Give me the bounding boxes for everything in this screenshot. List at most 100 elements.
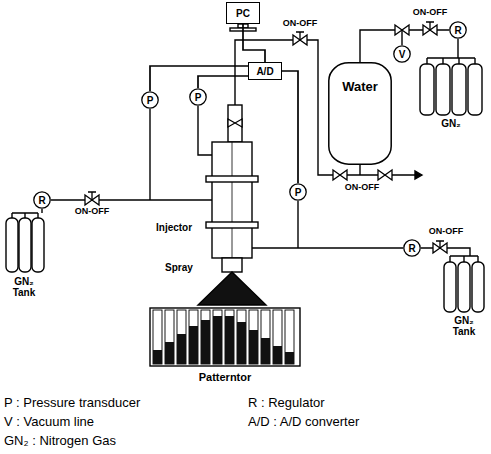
gas-pipe [252, 247, 403, 248]
pressure-transducer: P [289, 183, 307, 201]
legend-entry: V : Vacuum line [4, 415, 94, 429]
tank-label: GN₂ Tank [8, 276, 40, 298]
node-text: A/D [256, 66, 273, 77]
circle-shape [290, 184, 306, 200]
circle-shape [190, 89, 206, 105]
gas-bottle [452, 64, 466, 115]
pressure-transducer: P [141, 91, 159, 109]
patternator-tube [285, 310, 294, 364]
on-off-valve [333, 170, 347, 180]
valve-label: ON-OFF [283, 19, 318, 29]
gas-bottle [19, 218, 31, 272]
patternator-tube [249, 310, 258, 364]
legend-entry: P : Pressure transducer [4, 396, 140, 410]
collected-water [249, 330, 258, 364]
node-text: R [408, 243, 415, 254]
collected-water [273, 346, 282, 364]
tank-label: GN₂ Tank [448, 315, 480, 337]
tank-outline [328, 62, 392, 165]
patternator-tube [237, 310, 246, 364]
patternator-tube [261, 310, 270, 364]
valve-stem [88, 192, 96, 200]
patternator-tube [189, 310, 198, 364]
signal-cable [243, 24, 265, 62]
node-text: P [195, 92, 202, 103]
patternator-tube [165, 310, 174, 364]
circle-shape [394, 46, 410, 62]
node-text: R [454, 25, 461, 36]
patternator-tube [177, 310, 186, 364]
injector-flange [206, 176, 258, 182]
pressure-transducer: P [189, 88, 207, 106]
injector-valve [228, 119, 242, 127]
part-label: Patterntor [199, 371, 252, 383]
vacuum-line-symbol: V [393, 45, 411, 63]
regulator: R [403, 239, 421, 257]
valve-label: ON-OFF [429, 227, 464, 237]
drain-arrow [415, 171, 422, 179]
node-text: PC [236, 8, 250, 19]
gas-bottle [32, 218, 44, 272]
node-text: R [38, 195, 45, 206]
gas-pipe [427, 39, 475, 64]
collected-water [201, 320, 210, 364]
patternator-tube [225, 310, 234, 364]
node-text: P [295, 187, 302, 198]
node-text: P [147, 95, 154, 106]
collected-water [165, 342, 174, 364]
pc-monitor: PC [226, 2, 260, 24]
patternator-tube [213, 310, 222, 364]
legend-entry: GN₂ : Nitrogen Gas [4, 434, 116, 448]
node-text: Water [342, 80, 378, 94]
collected-water [261, 338, 270, 364]
regulator: R [449, 21, 467, 39]
part-label: Injector [156, 222, 192, 233]
spray-cone [198, 272, 266, 305]
gas-bottle [6, 218, 18, 272]
injector-body [212, 142, 252, 258]
injector-nozzle [222, 258, 242, 272]
valve-stem [296, 32, 304, 40]
collected-water [213, 316, 222, 364]
collected-water [237, 322, 246, 364]
collected-water [225, 316, 234, 364]
legend-entry: R : Regulator [248, 396, 325, 410]
injector-flange [206, 222, 258, 228]
gas-bottle [444, 262, 456, 312]
circle-shape [450, 22, 466, 38]
circle-shape [404, 240, 420, 256]
collected-water [177, 334, 186, 364]
gas-bottle [436, 64, 450, 115]
circle-shape [34, 192, 50, 208]
valve-label: ON-OFF [75, 207, 110, 217]
on-off-valve [378, 170, 392, 180]
collected-water [153, 350, 162, 364]
gas-pipe [235, 40, 416, 175]
gas-pipe [51, 199, 212, 200]
node-text: V [399, 49, 406, 60]
ad-converter-box: A/D [248, 62, 282, 80]
gas-pipe [421, 248, 478, 262]
gas-bottle [458, 262, 470, 312]
signal-line [198, 76, 248, 88]
gas-bottle [472, 262, 484, 312]
gas-bottle [420, 64, 434, 115]
collected-water [285, 352, 294, 364]
water-tank: Water [328, 62, 392, 165]
part-label: Spray [165, 262, 193, 273]
valve-label: ON-OFF [413, 8, 448, 18]
valve-label: ON-OFF [345, 183, 380, 193]
gas-bottle [468, 64, 482, 115]
gas-pipe [149, 109, 150, 200]
signal-line [282, 71, 298, 183]
signal-line [150, 66, 248, 91]
valve-stem [436, 241, 444, 248]
regulator: R [33, 191, 51, 209]
tank-shape [329, 63, 391, 164]
on-off-valve [395, 25, 409, 35]
gas-pipe [198, 106, 212, 155]
